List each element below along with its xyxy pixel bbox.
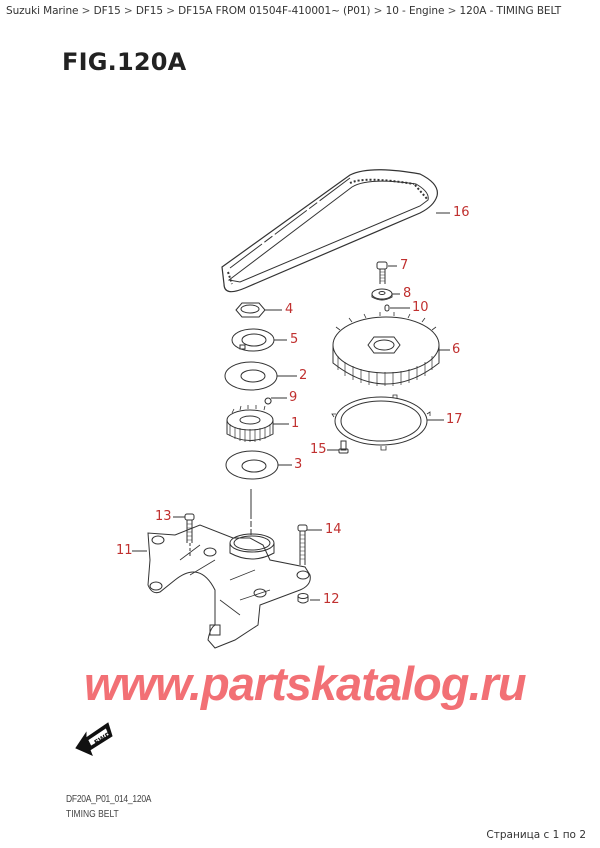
breadcrumb-separator: > xyxy=(373,5,383,17)
watermark: www.partskatalog.ru xyxy=(84,657,527,710)
callout-6[interactable]: 6 xyxy=(452,342,461,357)
callout-9[interactable]: 9 xyxy=(289,390,298,405)
plate-3-drawing xyxy=(225,450,292,515)
pin-10-drawing xyxy=(384,304,410,312)
camshaft-pulley-6-drawing xyxy=(332,312,450,386)
figure-code: DF20A_P01_014_120A xyxy=(66,794,152,805)
callout-7[interactable]: 7 xyxy=(400,258,409,273)
callout-4[interactable]: 4 xyxy=(285,302,294,317)
timing-belt-drawing xyxy=(221,169,450,293)
figure-caption: TIMING BELT xyxy=(66,809,119,820)
breadcrumb-item-engine[interactable]: 10 - Engine xyxy=(385,5,445,17)
crankshaft-pulley-1-drawing xyxy=(226,405,289,442)
callout-5[interactable]: 5 xyxy=(290,332,299,347)
callout-1[interactable]: 1 xyxy=(291,416,300,431)
callout-10[interactable]: 10 xyxy=(412,300,429,315)
pagination-text: Страница с 1 по 2 xyxy=(486,829,586,841)
breadcrumb: Suzuki Marine > DF15 > DF15 > DF15A FROM… xyxy=(6,5,561,17)
breadcrumb-separator: > xyxy=(81,5,91,17)
callout-17[interactable]: 17 xyxy=(446,412,463,427)
callout-3[interactable]: 3 xyxy=(294,457,303,472)
guide-plate-17-drawing xyxy=(331,394,444,451)
callout-12[interactable]: 12 xyxy=(323,592,340,607)
breadcrumb-separator: > xyxy=(123,5,133,17)
bolt-14-drawing xyxy=(297,524,322,565)
screw-15-drawing xyxy=(327,440,349,454)
plate-2-drawing xyxy=(224,361,297,391)
callout-13[interactable]: 13 xyxy=(155,509,172,524)
washer-8-drawing xyxy=(371,288,400,301)
dowel-12-drawing xyxy=(297,593,320,604)
key-9-drawing xyxy=(264,397,287,405)
breadcrumb-separator: > xyxy=(166,5,175,17)
callout-2[interactable]: 2 xyxy=(299,368,308,383)
breadcrumb-item-current: 120A - TIMING BELT xyxy=(459,5,562,17)
callout-15[interactable]: 15 xyxy=(310,442,327,457)
breadcrumb-item-suzuki-marine[interactable]: Suzuki Marine xyxy=(6,5,79,17)
housing-11-drawing xyxy=(132,489,311,649)
breadcrumb-item-df15a[interactable]: DF15A FROM 01504F-410001~ (P01) xyxy=(178,5,371,17)
nut-4-drawing xyxy=(235,302,282,318)
callout-8[interactable]: 8 xyxy=(403,286,412,301)
bolt-13-drawing xyxy=(173,513,195,558)
fwd-arrow-icon: FWD xyxy=(75,722,113,756)
callout-16[interactable]: 16 xyxy=(453,205,470,220)
bolt-7-drawing xyxy=(376,261,397,284)
breadcrumb-item-df15-model[interactable]: DF15 xyxy=(135,5,163,17)
callout-14[interactable]: 14 xyxy=(325,522,342,537)
washer-5-drawing xyxy=(231,328,287,352)
breadcrumb-separator: > xyxy=(447,5,457,17)
breadcrumb-item-df15[interactable]: DF15 xyxy=(93,5,121,17)
figure-title: FIG.120A xyxy=(62,48,187,76)
callout-11[interactable]: 11 xyxy=(116,543,133,558)
